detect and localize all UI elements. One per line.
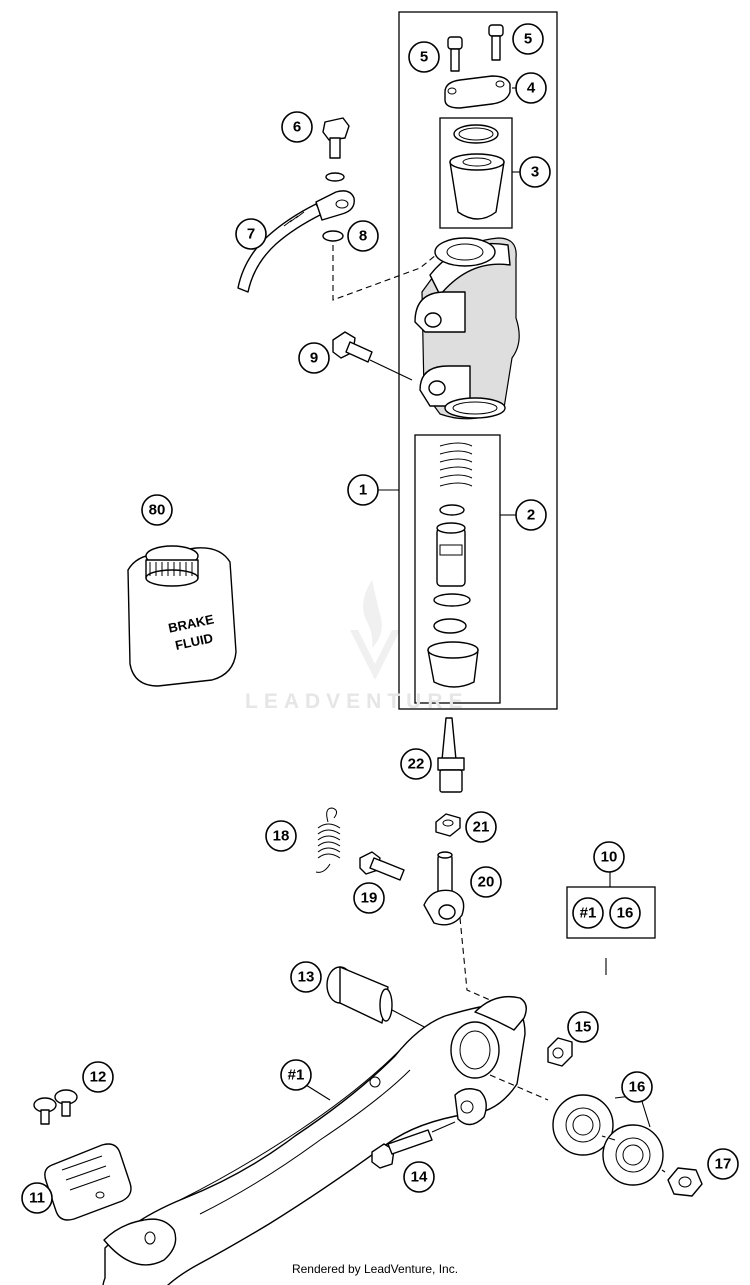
clevis-20 <box>423 851 465 926</box>
svg-text:18: 18 <box>273 828 290 845</box>
callout-19: 19 <box>353 882 385 914</box>
svg-text:3: 3 <box>531 164 539 181</box>
svg-text:17: 17 <box>715 1156 732 1173</box>
bolt-19 <box>359 851 405 881</box>
svg-text:15: 15 <box>575 1019 592 1036</box>
svg-text:4: 4 <box>527 80 536 97</box>
footer-credit: Rendered by LeadVenture, Inc. <box>291 1262 459 1276</box>
svg-text:9: 9 <box>310 350 318 367</box>
callout-8: 8 <box>347 220 379 252</box>
kit-box-3 <box>439 117 513 229</box>
svg-text:6: 6 <box>293 119 301 136</box>
callout-11: 11 <box>21 1182 53 1214</box>
callout-80: 80 <box>141 494 173 526</box>
assembly-box-1 <box>398 11 558 710</box>
callout-1: 1 <box>347 474 379 506</box>
reservoir-cap-4 <box>444 75 511 109</box>
watermark-logo <box>350 580 400 680</box>
svg-text:14: 14 <box>411 1169 428 1186</box>
washer-8 <box>322 230 344 242</box>
callout-9: 9 <box>298 342 330 374</box>
assembly-line-bolt-9 <box>369 359 413 381</box>
svg-text:19: 19 <box>361 890 378 907</box>
svg-text:#1: #1 <box>580 905 597 922</box>
kit-box-2 <box>414 434 501 704</box>
callout-2: 2 <box>515 499 547 531</box>
callout-7: 7 <box>235 218 267 250</box>
svg-text:#1: #1 <box>288 1067 305 1084</box>
callout-17: 17 <box>707 1148 739 1180</box>
nut-21 <box>435 813 461 837</box>
assembly-line-bearing <box>489 1074 666 1173</box>
callout-4: 4 <box>515 72 547 104</box>
kit-box-10 <box>566 886 656 939</box>
push-rod-22 <box>437 717 465 793</box>
bearing-16-b <box>602 1124 664 1186</box>
nut-17 <box>667 1167 703 1197</box>
spring-18 <box>315 807 341 873</box>
callout-13: 13 <box>290 961 322 993</box>
callout-6: 6 <box>281 111 313 143</box>
screw-5-right <box>488 24 504 61</box>
screw-5-left <box>447 36 463 72</box>
svg-text:5: 5 <box>420 49 428 66</box>
callout-20: 20 <box>470 866 502 898</box>
callout-3: 3 <box>519 156 551 188</box>
assembly-line-clevis <box>459 917 491 1001</box>
svg-text:7: 7 <box>247 226 255 243</box>
watermark-text: LEADVENTURE <box>245 690 469 713</box>
banjo-bolt-6 <box>322 117 350 182</box>
svg-text:80: 80 <box>149 502 166 519</box>
bearing-16-a <box>552 1094 614 1156</box>
reservoir-seal-3 <box>449 124 505 220</box>
callout-22: 22 <box>400 748 432 780</box>
callout-18: 18 <box>265 820 297 852</box>
brake-fluid-bottle-80: BRAKE FLUID <box>127 545 237 687</box>
master-cylinder-body <box>414 237 520 420</box>
pedal-tip-11 <box>44 1143 132 1221</box>
callout-ref-1: #1 <box>280 1059 312 1091</box>
callout-21: 21 <box>465 811 497 843</box>
svg-text:16: 16 <box>629 1079 646 1096</box>
callout-kit-16: 16 <box>609 897 641 929</box>
bushing-15 <box>547 1037 573 1067</box>
svg-text:5: 5 <box>524 31 532 48</box>
svg-text:8: 8 <box>359 228 367 245</box>
svg-text:16: 16 <box>617 905 634 922</box>
assembly-line-pivot <box>391 1009 431 1031</box>
svg-text:21: 21 <box>473 819 490 836</box>
assembly-line-hose <box>332 241 453 301</box>
bolt-9 <box>332 331 373 363</box>
screws-12 <box>33 1089 78 1125</box>
callout-12: 12 <box>82 1061 114 1093</box>
bolt-14 <box>371 1129 433 1169</box>
svg-text:1: 1 <box>359 482 367 499</box>
callout-5-right: 5 <box>512 23 544 55</box>
callout-15: 15 <box>567 1011 599 1043</box>
callout-14: 14 <box>403 1161 435 1193</box>
svg-text:2: 2 <box>527 507 535 524</box>
svg-text:10: 10 <box>601 849 618 866</box>
piston-kit-2 <box>427 442 479 688</box>
callout-16: 16 <box>621 1071 653 1103</box>
assembly-line-bolt-14 <box>431 1121 456 1133</box>
svg-text:11: 11 <box>29 1190 45 1207</box>
callout-10: 10 <box>593 841 625 873</box>
svg-text:12: 12 <box>90 1069 107 1086</box>
brake-pedal <box>102 995 527 1285</box>
callout-kit-1: #1 <box>572 897 604 929</box>
svg-text:13: 13 <box>298 969 315 986</box>
svg-text:20: 20 <box>478 874 495 891</box>
svg-text:22: 22 <box>408 756 425 773</box>
pivot-bolt-13 <box>326 966 393 1024</box>
callout-5-left: 5 <box>408 41 440 73</box>
